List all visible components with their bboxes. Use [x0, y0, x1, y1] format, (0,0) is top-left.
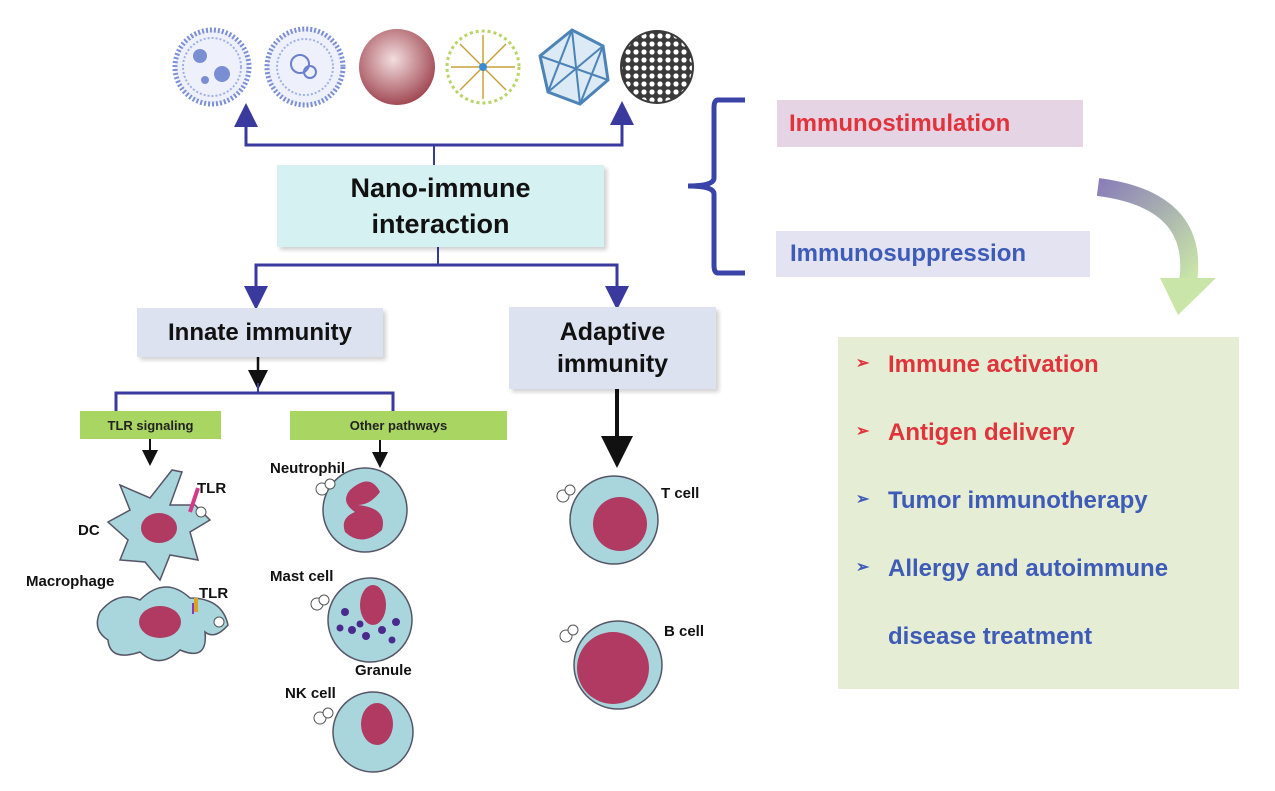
- innate-label: Innate immunity: [167, 318, 353, 346]
- solid-sphere-icon: [359, 29, 435, 105]
- application-item: ➢ Antigen delivery: [856, 419, 1239, 487]
- application-text: Antigen delivery: [888, 419, 1075, 446]
- liposome-icon: [172, 27, 252, 107]
- b-cell-icon: [559, 620, 663, 710]
- chevron-right-icon: ➢: [856, 355, 870, 372]
- vesicle-icon: [264, 26, 346, 108]
- chevron-right-icon: ➢: [856, 423, 870, 440]
- nk-cell-label: NK cell: [285, 685, 336, 702]
- b-cell-label: B cell: [664, 623, 705, 640]
- chevron-right-icon: ➢: [856, 559, 870, 576]
- dc-tlr-label: TLR: [197, 480, 227, 497]
- application-item: ➢ Allergy and autoimmune: [856, 555, 1239, 623]
- mast-cell-label: Mast cell: [270, 568, 334, 585]
- applications-panel: ➢ Immune activation ➢ Antigen delivery ➢…: [838, 337, 1239, 689]
- t-cell-icon: [556, 475, 659, 565]
- immunosuppression-box: Immunosuppression: [776, 231, 1090, 277]
- dendrimer-icon: [445, 29, 521, 105]
- immunostimulation-box: Immunostimulation: [777, 100, 1083, 147]
- tlr-signaling-label: TLR signaling: [107, 417, 194, 433]
- immunosuppression-label: Immunosuppression: [790, 240, 1027, 267]
- curved-arrow-icon: [1096, 178, 1216, 315]
- application-text: Tumor immunotherapy: [888, 487, 1148, 514]
- mast-cell-icon: [310, 577, 413, 663]
- other-pathways-box: Other pathways: [290, 411, 507, 440]
- dc-label: DC: [78, 522, 100, 539]
- immunostimulation-label: Immunostimulation: [789, 109, 1011, 137]
- macrophage-label: Macrophage: [26, 573, 115, 590]
- nanoparticle-icons: [172, 26, 694, 108]
- neutrophil-label: Neutrophil: [270, 460, 345, 477]
- innate-immunity-box: Innate immunity: [137, 308, 383, 357]
- adaptive-immunity-box: Adaptive immunity: [509, 307, 716, 389]
- chevron-right-icon: ➢: [856, 491, 870, 508]
- dendritic-cell-icon: [106, 469, 212, 582]
- nk-cell-icon: [313, 691, 414, 773]
- central-line-2: interaction: [371, 209, 510, 239]
- brace-icon: [687, 97, 745, 276]
- neutrophil-icon: [315, 467, 408, 553]
- granule-label: Granule: [355, 662, 412, 679]
- central-line-1: Nano-immune: [350, 172, 531, 203]
- t-cell-label: T cell: [661, 485, 700, 502]
- adaptive-line-2: immunity: [556, 350, 669, 378]
- application-item: ➢ Immune activation: [856, 351, 1239, 419]
- application-text: disease treatment: [888, 623, 1093, 650]
- other-pathways-label: Other pathways: [349, 418, 448, 433]
- porous-sphere-icon: [620, 30, 694, 104]
- application-text: Allergy and autoimmune: [888, 555, 1169, 582]
- polyhedral-cage-icon: [538, 28, 610, 106]
- nano-immune-interaction-box: Nano-immune interaction: [277, 165, 604, 247]
- application-item: ➢ Tumor immunotherapy: [856, 487, 1239, 555]
- macrophage-tlr-label: TLR: [199, 585, 229, 602]
- application-item-continued: disease treatment: [856, 623, 1239, 691]
- macrophage-icon: [96, 586, 229, 662]
- adaptive-line-1: Adaptive: [559, 317, 666, 346]
- application-text: Immune activation: [888, 351, 1099, 378]
- tlr-signaling-box: TLR signaling: [80, 411, 221, 439]
